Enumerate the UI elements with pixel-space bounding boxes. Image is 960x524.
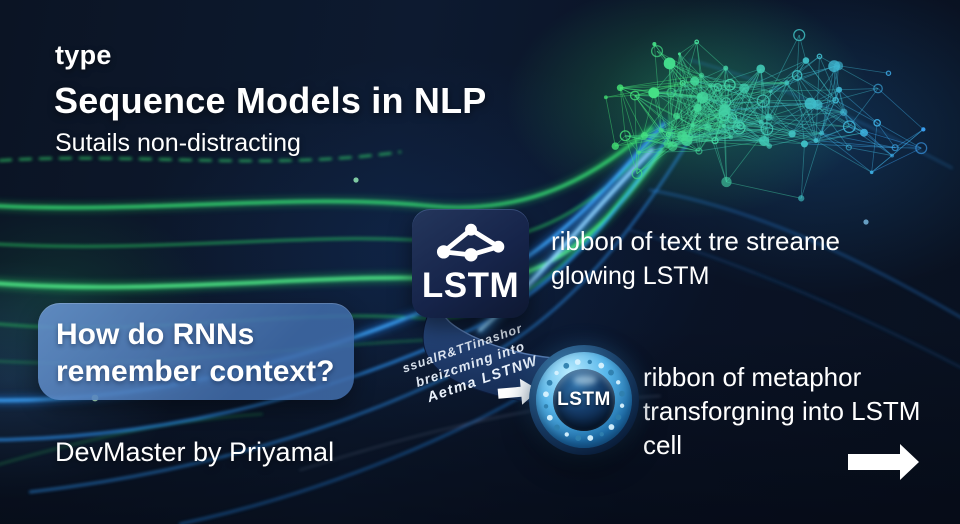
ribbon-arrow-icon	[497, 378, 539, 405]
page-title: Sequence Models in NLP	[54, 80, 487, 121]
cell-beads	[543, 359, 625, 441]
badge-caption-line1: ribbon of text tre streame	[551, 226, 841, 256]
lstm-cell: LSTM	[529, 345, 639, 455]
cell-caption-line1: ribbon of metaphor	[643, 362, 862, 392]
next-arrow-icon	[848, 444, 919, 480]
lstm-badge: LSTM	[412, 209, 529, 318]
particle-network	[603, 29, 928, 202]
lstm-cell-core: LSTM	[553, 369, 615, 431]
badge-caption-line2: glowing LSTM	[551, 262, 710, 290]
eyebrow-text: type	[55, 40, 112, 70]
credit-text: DevMaster by Priyamal	[55, 437, 335, 467]
lstm-badge-label: LSTM	[421, 266, 520, 305]
cell-caption: ribbon of metaphor transforgning into LS…	[643, 360, 960, 462]
question-line2: remember context?	[56, 355, 335, 388]
lstm-cell-label: LSTM	[557, 389, 611, 410]
cell-caption-line2: transforgning into LSTM cell	[643, 396, 921, 460]
network-nodes-icon	[436, 223, 504, 262]
question-line1: How do RNNs	[56, 318, 255, 351]
badge-caption: ribbon of text tre streame glowing LSTM	[551, 228, 840, 289]
page-subtitle: Sutails non-distracting	[55, 129, 301, 157]
question-box: How do RNNs remember context?	[38, 303, 354, 400]
